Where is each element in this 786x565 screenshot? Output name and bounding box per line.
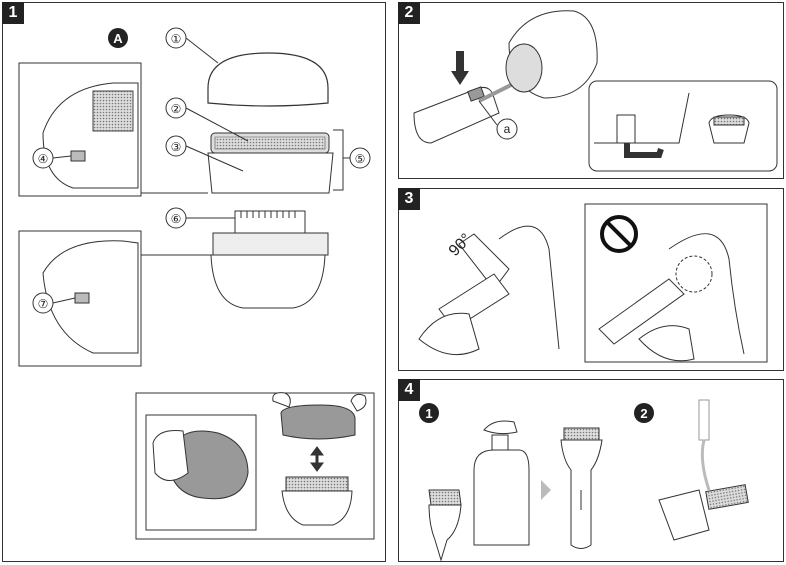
marker-circle [108, 28, 128, 48]
step-2: 2 [640, 406, 647, 421]
water-stream [700, 439, 711, 491]
panel-3-illustration: 90° [418, 203, 768, 363]
step-1: 1 [425, 406, 432, 421]
inset-foil [285, 476, 349, 492]
callout-a-leader [478, 100, 498, 126]
panel-number: 4 [398, 379, 420, 401]
panel-4-illustration: 1 2 [419, 399, 749, 562]
callout-7: ⑦ [38, 297, 49, 311]
callout-1: ① [171, 32, 182, 46]
panel-4: 4 1 2 [398, 379, 784, 562]
release-button [467, 86, 485, 102]
face-profile [498, 225, 560, 350]
highlight-circle [675, 255, 713, 293]
pressing-hand [483, 420, 518, 435]
finger-right [350, 393, 367, 412]
faucet-body [616, 114, 636, 144]
release-button [70, 150, 86, 162]
up-down-arrow [310, 446, 324, 472]
cleaning-scene [588, 80, 778, 172]
callout-3: ③ [171, 140, 182, 154]
shaver-step-1 [428, 504, 462, 562]
panel-1: 1 A [2, 2, 386, 562]
panel-3: 3 90° [398, 188, 784, 371]
callout-4: ④ [38, 152, 49, 166]
shaver-handle [413, 87, 500, 144]
step-1-circle [419, 403, 439, 423]
bottle-pump [491, 434, 509, 451]
faucet-spout [624, 143, 664, 158]
inset-head [281, 490, 353, 526]
protective-cap [207, 52, 329, 107]
thumb [152, 430, 189, 481]
panel-2: 2 a [398, 2, 784, 179]
rinsed-foil [705, 484, 749, 510]
marker-a: A [113, 31, 123, 46]
prohibited-icon [600, 215, 638, 253]
panel-number: 3 [398, 188, 420, 210]
panel-number: 2 [398, 2, 420, 24]
callout-5: ⑤ [355, 152, 366, 166]
detail-foil [92, 90, 134, 132]
finger-left [272, 392, 291, 408]
panel-number: 1 [2, 2, 24, 24]
soap-bottle [473, 449, 530, 546]
rinsed-base [658, 489, 710, 541]
shaver-wrong-angle [598, 278, 685, 345]
head-foil [713, 116, 745, 126]
foil-housing [207, 152, 334, 194]
angle-guide [458, 233, 510, 290]
water-tap [698, 399, 710, 441]
clean-head-foil [563, 427, 600, 441]
panel-1-illustration: A [18, 27, 375, 540]
callout-a: a [504, 122, 511, 136]
callout-circle-a [496, 118, 518, 140]
hand-right [638, 325, 695, 362]
face-profile-2 [668, 233, 745, 355]
step-2-circle [634, 403, 654, 423]
lock-tab [74, 292, 90, 304]
cap-in-hand [167, 430, 249, 500]
callout-2: ② [171, 102, 182, 116]
head-under-soap [428, 489, 462, 506]
callout-6: ⑥ [171, 212, 182, 226]
head-base [212, 232, 329, 256]
shaver-neck [210, 254, 326, 309]
panel-2-illustration: a [413, 10, 778, 172]
press-arrow [451, 51, 469, 85]
hand-left [418, 312, 480, 356]
next-arrow [541, 480, 551, 500]
foil-mesh [214, 136, 326, 150]
cap-lift [280, 404, 356, 440]
head-socket [505, 43, 543, 93]
